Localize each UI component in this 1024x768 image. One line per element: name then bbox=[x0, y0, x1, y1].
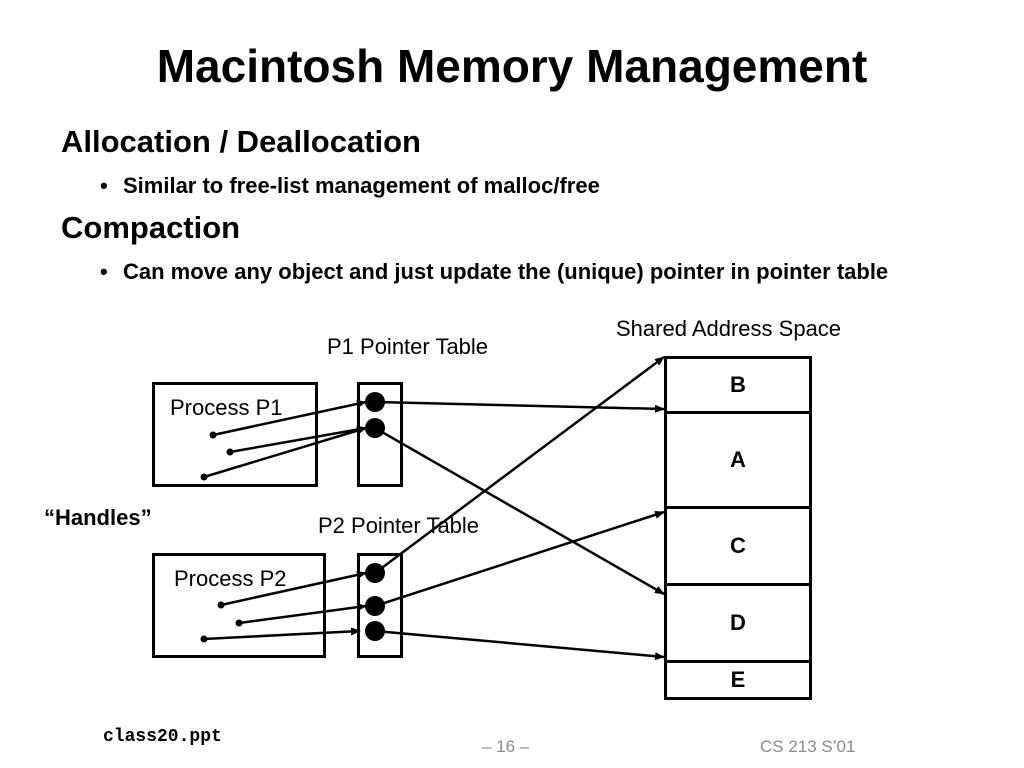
handles-label: “Handles” bbox=[44, 505, 152, 530]
p1-pointer-dot bbox=[365, 418, 385, 438]
block-a: A bbox=[667, 414, 809, 509]
shared-address-space: B A C D E bbox=[664, 356, 812, 700]
footer-course: CS 213 S’01 bbox=[760, 737, 856, 756]
block-c: C bbox=[667, 509, 809, 586]
p1-to-b-arrow bbox=[374, 400, 665, 413]
p2-pointer-dot bbox=[365, 596, 385, 616]
heading-allocation: Allocation / Deallocation bbox=[61, 124, 421, 159]
p1-handle-arrow bbox=[203, 426, 367, 479]
block-d: D bbox=[667, 586, 809, 663]
block-b: B bbox=[667, 359, 809, 414]
footer-page-number: – 16 – bbox=[482, 737, 530, 756]
slide-title: Macintosh Memory Management bbox=[156, 40, 868, 92]
p2-handle-arrow bbox=[203, 627, 361, 641]
heading-compaction: Compaction bbox=[61, 210, 241, 245]
p2-handle-arrow bbox=[220, 571, 367, 607]
process-p2-label: Process P2 bbox=[174, 566, 287, 591]
block-a-label: A bbox=[730, 447, 746, 472]
bullet-text-compaction: Can move any object and just update the … bbox=[123, 259, 889, 284]
bullet-dot: • bbox=[100, 173, 108, 198]
p2-handle-origin bbox=[217, 601, 225, 609]
p1-handle-origin bbox=[209, 431, 217, 439]
shared-address-space-label: Shared Address Space bbox=[616, 316, 842, 341]
p2-to-b-arrow bbox=[374, 355, 665, 575]
p2-handle-origin bbox=[235, 619, 243, 627]
process-p2-box: Process P2 bbox=[152, 553, 326, 658]
p2-pointer-dot bbox=[365, 563, 385, 583]
p1-handle-arrow bbox=[229, 425, 367, 454]
p2-to-e-arrow bbox=[374, 629, 665, 661]
process-p1-label: Process P1 bbox=[170, 395, 283, 420]
bullet-text-allocation: Similar to free-list management of mallo… bbox=[123, 173, 600, 198]
p1-pointer-table bbox=[357, 382, 403, 487]
block-c-label: C bbox=[730, 533, 746, 558]
bullet-allocation: • Similar to free-list management of mal… bbox=[100, 172, 980, 199]
p1-handle-arrow bbox=[212, 399, 367, 437]
p1-pointer-table-label: P1 Pointer Table bbox=[327, 334, 489, 359]
p2-handle-arrow bbox=[238, 603, 367, 625]
bullet-dot: • bbox=[100, 259, 108, 284]
p2-pointer-table-label: P2 Pointer Table bbox=[318, 513, 480, 538]
p1-handle-origin bbox=[226, 448, 234, 456]
block-e-label: E bbox=[730, 667, 746, 692]
p1-to-d-arrow bbox=[374, 426, 665, 596]
p2-handle-origin bbox=[200, 635, 208, 643]
p1-handle-origin bbox=[200, 473, 208, 481]
p2-pointer-dot bbox=[365, 621, 385, 641]
p1-pointer-dot bbox=[365, 392, 385, 412]
process-p1-box: Process P1 bbox=[152, 382, 318, 487]
bullet-compaction: • Can move any object and just update th… bbox=[100, 258, 980, 285]
footer-filename: class20.ppt bbox=[103, 727, 222, 747]
block-e: E bbox=[667, 663, 809, 697]
block-b-label: B bbox=[730, 372, 746, 397]
p2-to-c-arrow bbox=[374, 510, 665, 608]
block-d-label: D bbox=[730, 610, 746, 635]
